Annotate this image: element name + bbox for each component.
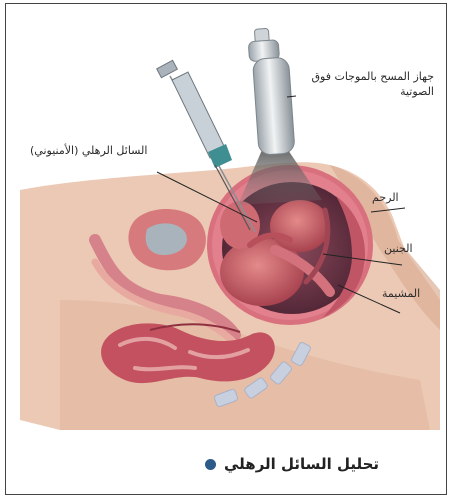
label-ultrasound-device: جهاز المسح بالموجات فوق الصوتية [284, 69, 434, 99]
label-amniotic-fluid: السائل الرهلي (الأمنيوني) [30, 143, 147, 158]
label-uterus: الرحم [372, 190, 399, 205]
bullet-icon [205, 459, 216, 470]
label-fetus: الجنين [384, 241, 413, 256]
label-placenta: المشيمة [382, 286, 420, 301]
caption-text: تحليل السائل الرهلي [224, 455, 379, 473]
figure-caption: تحليل السائل الرهلي [205, 449, 379, 479]
